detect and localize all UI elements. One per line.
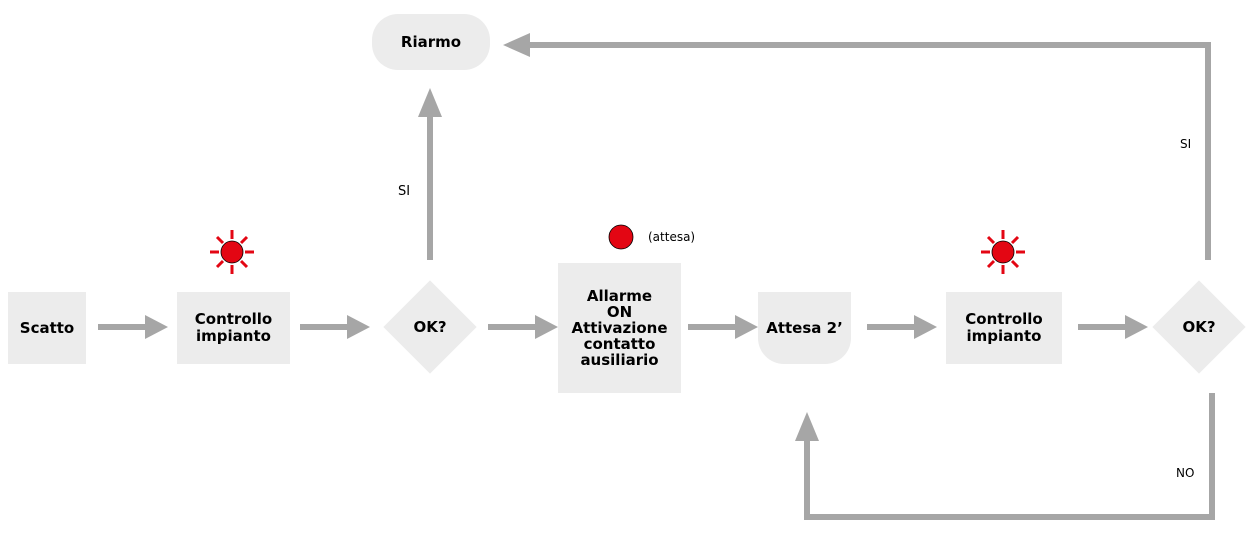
edge-label-no: NO	[1176, 466, 1195, 480]
arrowhead	[347, 315, 370, 339]
arrowhead	[795, 412, 819, 441]
decision-ok-2-label: OK?	[1182, 318, 1216, 336]
arrow-ok2-to-attesa	[804, 393, 1215, 520]
arrowhead	[535, 315, 558, 339]
arrowhead	[418, 88, 442, 117]
node-riarmo: Riarmo	[372, 14, 490, 70]
led-blinking-icon	[981, 230, 1025, 274]
edge-label-si-right: SI	[1180, 137, 1192, 151]
led-steady-icon	[608, 224, 634, 250]
arrowhead	[735, 315, 758, 339]
node-controllo-impianto-2: Controllo impianto	[946, 292, 1062, 364]
decision-ok-1-label: OK?	[413, 318, 447, 336]
node-attesa: Attesa 2’	[758, 292, 851, 364]
waiting-note: (attesa)	[648, 230, 696, 244]
led-blinking-icon	[210, 230, 254, 274]
arrowhead	[145, 315, 168, 339]
arrow-ok2-to-riarmo	[525, 42, 1211, 260]
node-scatto: Scatto	[8, 292, 86, 364]
arrowhead	[914, 315, 937, 339]
edge-label-si-left: SI	[398, 184, 411, 199]
arrowhead	[1125, 315, 1148, 339]
node-controllo-impianto-1: Controllo impianto	[177, 292, 290, 364]
arrowhead	[503, 33, 530, 57]
node-allarme-on: Allarme ON Attivazione contatto ausiliar…	[558, 263, 681, 393]
